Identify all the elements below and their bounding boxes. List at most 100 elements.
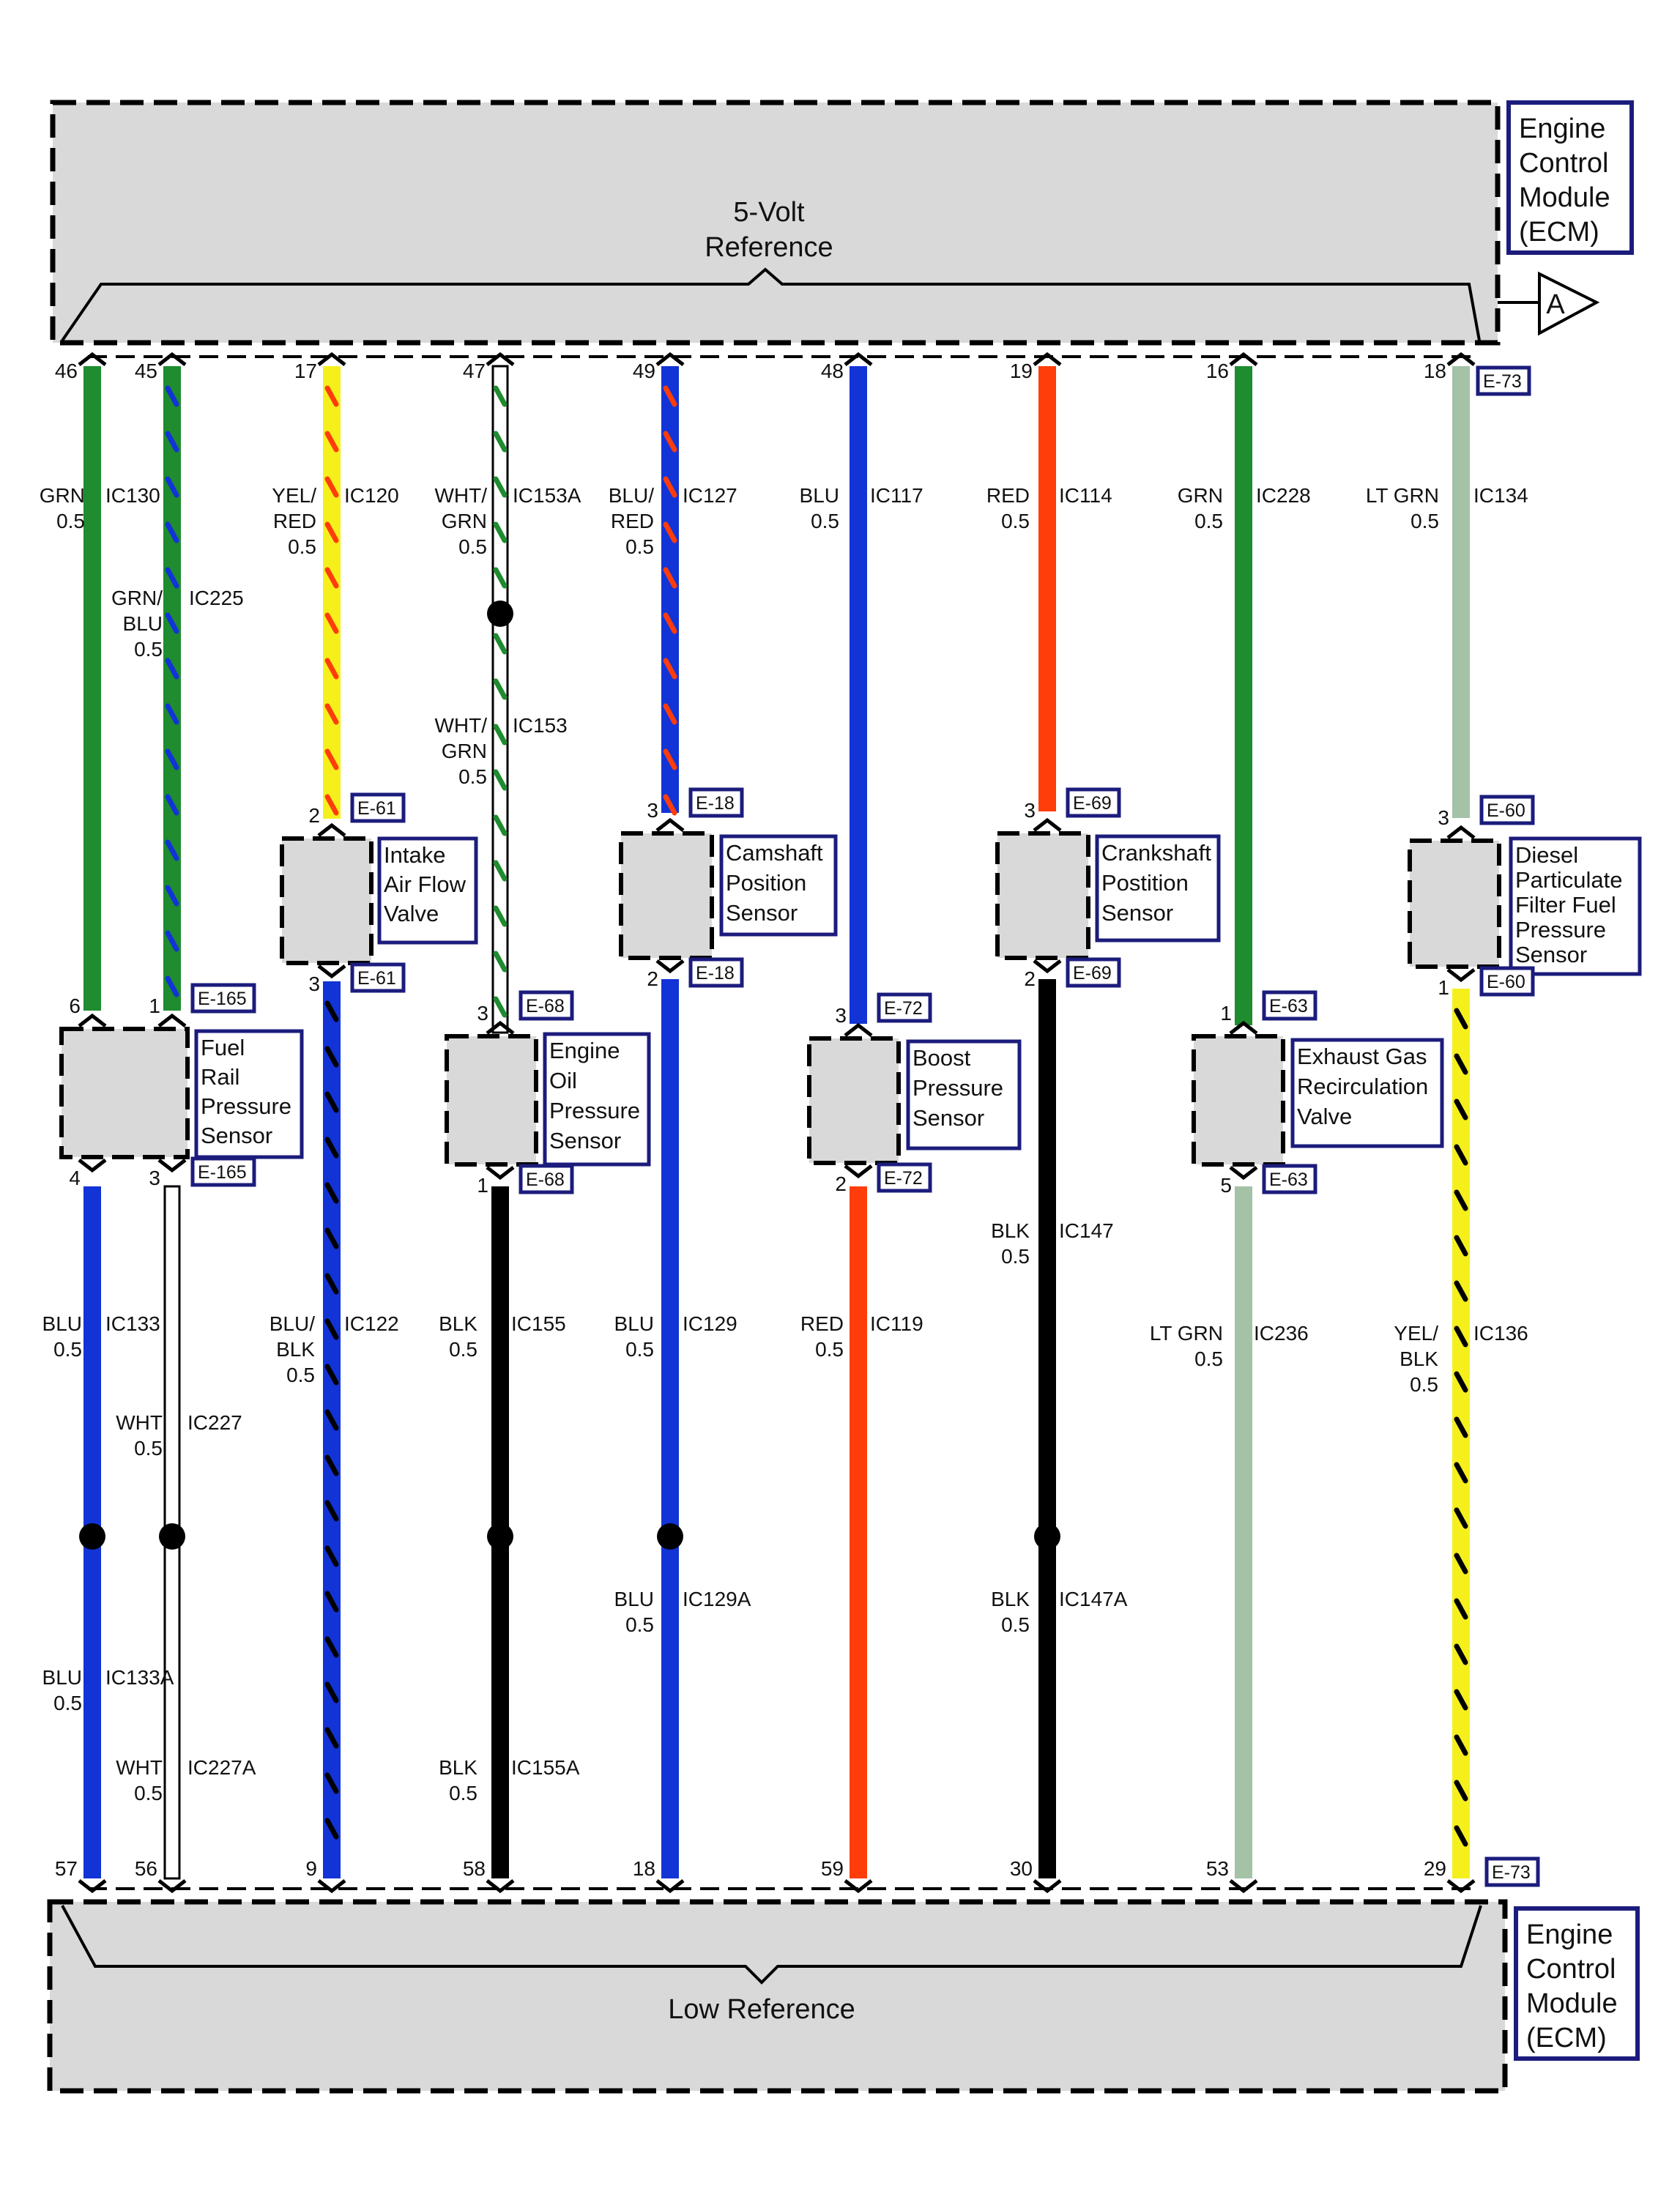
wire-body (1235, 1186, 1252, 1878)
connector-tag-text: E-68 (526, 996, 565, 1016)
wire-body (850, 1186, 867, 1878)
wire-color-text: RED (611, 510, 654, 532)
wire-stripe (1454, 1689, 1468, 1711)
wire-stripe (663, 612, 677, 634)
wire-stripe (165, 612, 179, 634)
wire-body (83, 1536, 101, 1878)
wire-b147a (1038, 1536, 1056, 1878)
component-layer (59, 352, 1501, 1894)
component-pin: 2 (1024, 967, 1036, 990)
connector-tag-text: E-72 (884, 998, 923, 1019)
wire-color-text: 0.5 (1410, 510, 1439, 532)
connector-chevron (1229, 1020, 1258, 1035)
ecm-top-name-frame (1506, 100, 1634, 255)
component-bottom-tag: E-61 (350, 962, 406, 993)
connector-tag-frame (519, 1164, 574, 1194)
wire-color-text: GRN (442, 510, 487, 532)
component-name-line: Oil (549, 1068, 577, 1093)
wire-stripe (324, 1137, 339, 1159)
component-top-tag: E-63 (1262, 990, 1317, 1021)
component-name-line: Sensor (201, 1123, 272, 1148)
wire-stripe (1454, 1235, 1468, 1257)
wire-b155 (491, 1186, 509, 1536)
connector-tag-text: E-68 (526, 1170, 565, 1190)
component-name-line: Sensor (1101, 900, 1173, 926)
ecm-pin-number: 45 (135, 360, 157, 382)
connector-tag-frame (190, 1156, 256, 1187)
wire-color-text: 0.5 (1194, 1347, 1223, 1370)
circuit-number: IC153 (513, 714, 568, 737)
connector-chevron (1033, 959, 1062, 974)
ecm-pin-number: 53 (1206, 1857, 1229, 1880)
wire-stripe (324, 1364, 339, 1386)
connector-tag-text: E-61 (357, 968, 396, 989)
wire-color-text: BLU (123, 612, 163, 635)
connector-chevron (78, 1879, 107, 1894)
wire-stripe (493, 860, 508, 882)
component-pin: 1 (1220, 1002, 1232, 1025)
component-top-tag: E-60 (1479, 795, 1535, 825)
component-name-line: Particulate (1515, 867, 1622, 893)
connector-tag-frame (1262, 1164, 1317, 1194)
ecm-pin-number: 9 (305, 1857, 317, 1880)
wire-body (491, 1186, 509, 1536)
circuit-number: IC133 (105, 1312, 160, 1335)
ecm-pin-number: 18 (633, 1857, 655, 1880)
component-name-line: Pressure (1515, 917, 1606, 943)
wire-stripe (663, 567, 677, 589)
wire-stripe (1454, 1008, 1468, 1030)
connector-tag-frame (877, 1162, 932, 1193)
wire-color-text: 0.5 (625, 1338, 654, 1361)
wire-stripe (324, 1681, 339, 1703)
wire-stripe (165, 703, 179, 725)
wire-stripe (1454, 1643, 1468, 1665)
wire-stripe (324, 1545, 339, 1567)
wire-b147 (1038, 979, 1056, 1536)
wire-b129a (661, 1536, 679, 1878)
component-bottom-tag: E-69 (1066, 957, 1121, 988)
component-body (280, 836, 373, 965)
wire-stripe (663, 658, 677, 680)
wire-body (1038, 366, 1056, 811)
connector-chevron (486, 1166, 515, 1181)
connector-tag-text: E-72 (884, 1168, 923, 1189)
component-name-line: Crankshaft (1101, 840, 1211, 866)
component-name-frame (1095, 834, 1221, 943)
component-body (807, 1036, 901, 1165)
wire-color-text: LT GRN (1150, 1322, 1223, 1345)
splice-dot (1034, 1523, 1060, 1550)
wire-stripe (493, 996, 508, 1018)
wire-b155a (491, 1536, 509, 1878)
wire-color-text: BLU (42, 1312, 82, 1335)
component-pin: 5 (1220, 1174, 1232, 1197)
connector-chevron (157, 1879, 187, 1894)
wire-color-text: BLU (614, 1312, 654, 1335)
circuit-number: IC134 (1473, 484, 1528, 507)
connector-chevron (1229, 352, 1258, 366)
wire-color-text: 0.5 (56, 510, 85, 532)
splice-dot (487, 601, 513, 627)
wire-stripe (324, 1182, 339, 1204)
connector-tag-text: E-18 (696, 793, 735, 814)
wire-body (1038, 1536, 1056, 1878)
circuit-number: IC155 (511, 1312, 566, 1335)
component-pin: 1 (477, 1174, 488, 1197)
wire-w49 (661, 366, 679, 816)
wire-stripe (663, 385, 677, 407)
ecm-pin-number: 17 (294, 360, 317, 382)
wire-color-text: 0.5 (1194, 510, 1223, 532)
component-dpf (1408, 839, 1501, 969)
circuit-number: IC155A (511, 1756, 580, 1779)
component-bottom-tag: E-63 (1262, 1164, 1317, 1194)
wire-stripe (324, 612, 339, 634)
wire-stripe (1454, 1734, 1468, 1756)
wire-color-text: BLK (439, 1312, 477, 1335)
component-body (995, 831, 1090, 960)
ecm-bottom-name-line: Control (1526, 1954, 1616, 1985)
wire-color-text: BLK (276, 1338, 315, 1361)
connector-chevron (844, 1022, 873, 1037)
connector-chevron (844, 1879, 873, 1894)
